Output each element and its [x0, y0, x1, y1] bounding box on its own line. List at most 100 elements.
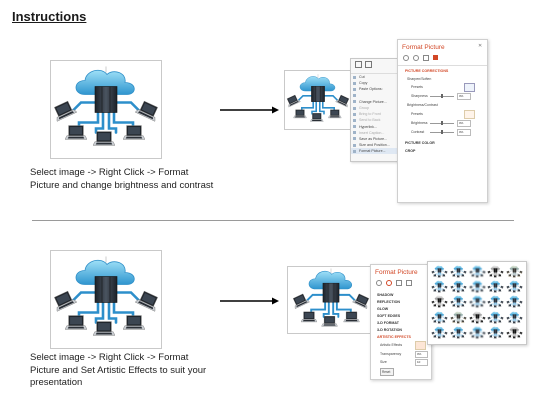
artistic-effects-dropdown[interactable]: [415, 341, 426, 350]
cloud-network-icon: [285, 71, 351, 129]
artistic-effect-thumbnail[interactable]: [450, 295, 467, 309]
artistic-effect-thumbnail[interactable]: [487, 311, 504, 325]
cloud-network-icon: [506, 311, 523, 325]
style-icon[interactable]: [355, 61, 362, 68]
label-presets-2: Presets: [411, 112, 423, 116]
artistic-effect-thumbnail[interactable]: [487, 295, 504, 309]
effects-icon[interactable]: [386, 280, 392, 286]
label-transparency: Transparency: [380, 352, 402, 356]
artistic-effect-thumbnail[interactable]: [431, 280, 448, 294]
picture-icon[interactable]: [433, 55, 438, 60]
contrast-spinner[interactable]: 0%: [457, 129, 471, 136]
menu-item-insert-caption[interactable]: Insert Caption...: [351, 130, 397, 136]
cloud-network-icon: [450, 265, 467, 279]
artistic-effect-thumbnail[interactable]: [506, 265, 523, 279]
effects-icon[interactable]: [413, 55, 419, 61]
artistic-effect-thumbnail[interactable]: [487, 265, 504, 279]
artistic-effect-thumbnail[interactable]: [487, 326, 504, 340]
cloud-network-icon: [450, 280, 467, 294]
artistic-effect-thumbnail[interactable]: [431, 326, 448, 340]
cloud-network-icon: [469, 326, 486, 340]
sharpness-knob[interactable]: [441, 94, 443, 98]
layout-icon[interactable]: [396, 280, 402, 286]
crop-icon[interactable]: [365, 61, 372, 68]
menu-item-paste-options[interactable]: Paste Options:: [351, 86, 397, 92]
menu-item-group[interactable]: Group: [351, 105, 397, 111]
section-crop[interactable]: CROP: [405, 149, 416, 153]
artistic-effect-thumbnail[interactable]: [469, 295, 486, 309]
cloud-network-icon: [487, 311, 504, 325]
artistic-effect-thumbnail[interactable]: [431, 265, 448, 279]
artistic-effect-thumbnail[interactable]: [487, 280, 504, 294]
menu-item-send-to-back[interactable]: Send to Back: [351, 117, 397, 123]
artistic-effect-thumbnail[interactable]: [450, 311, 467, 325]
network-image-1[interactable]: [50, 60, 162, 159]
artistic-effect-thumbnail[interactable]: [450, 280, 467, 294]
picture-icon[interactable]: [406, 280, 412, 286]
section-3d-format[interactable]: 3-D FORMAT: [377, 321, 399, 325]
sharpness-spinner[interactable]: 0%: [457, 93, 471, 100]
network-image-small-1[interactable]: [284, 70, 352, 130]
label-sharpen-soften: Sharpen/Soften: [407, 77, 432, 81]
reset-button[interactable]: Reset: [380, 368, 394, 376]
menu-item-copy[interactable]: Copy: [351, 80, 397, 86]
close-icon[interactable]: ✕: [478, 43, 483, 49]
artistic-effect-thumbnail[interactable]: [506, 295, 523, 309]
artistic-effect-thumbnail[interactable]: [506, 326, 523, 340]
label-artistic-effects: Artistic Effects: [380, 343, 403, 347]
panel-title: Format Picture: [375, 269, 418, 276]
section-reflection[interactable]: REFLECTION: [377, 300, 400, 304]
reset-label: Reset: [382, 369, 391, 374]
section-picture-color[interactable]: PICTURE COLOR: [405, 141, 435, 145]
brightness-knob[interactable]: [441, 121, 443, 125]
layout-icon[interactable]: [423, 55, 429, 61]
artistic-effects-gallery: [427, 261, 527, 345]
artistic-effect-thumbnail[interactable]: [450, 265, 467, 279]
section-3d-rotation[interactable]: 3-D ROTATION: [377, 328, 403, 332]
cloud-network-icon: [506, 295, 523, 309]
artistic-effect-thumbnail[interactable]: [469, 326, 486, 340]
artistic-effect-thumbnail[interactable]: [469, 311, 486, 325]
size-spinner[interactable]: 10: [415, 359, 428, 366]
cloud-network-icon: [506, 280, 523, 294]
label-brightness: Brightness: [411, 121, 428, 125]
menu-item-size-position[interactable]: Size and Position...: [351, 142, 397, 148]
menu-item-change-picture[interactable]: Change Picture...: [351, 99, 397, 105]
brightness-spinner[interactable]: 0%: [457, 120, 471, 127]
menu-item-bring-to-front[interactable]: Bring to Front: [351, 111, 397, 117]
network-image-small-2[interactable]: [287, 266, 375, 334]
step2-caption-line1: Select image -> Right Click -> Format: [30, 352, 189, 363]
presets-dropdown-2[interactable]: [464, 110, 475, 119]
artistic-effect-thumbnail[interactable]: [431, 295, 448, 309]
artistic-effect-thumbnail[interactable]: [469, 280, 486, 294]
artistic-effect-thumbnail[interactable]: [469, 265, 486, 279]
section-glow[interactable]: GLOW: [377, 307, 389, 311]
transparency-spinner[interactable]: 0%: [415, 351, 428, 358]
artistic-effect-thumbnail[interactable]: [431, 311, 448, 325]
fill-line-icon[interactable]: [403, 55, 409, 61]
cloud-network-icon: [506, 326, 523, 340]
artistic-effect-thumbnail[interactable]: [450, 326, 467, 340]
section-artistic-effects[interactable]: ARTISTIC EFFECTS: [377, 335, 411, 339]
cloud-network-icon: [51, 61, 161, 158]
menu-item-save-as-picture[interactable]: Save as Picture...: [351, 136, 397, 142]
step1-caption-line2: Picture and change brightness and contra…: [30, 179, 214, 191]
section-shadow[interactable]: SHADOW: [377, 293, 394, 297]
format-picture-panel-1: Format Picture ✕ PICTURE CORRECTIONS Sha…: [397, 39, 488, 203]
menu-item-format-picture[interactable]: Format Picture...: [351, 148, 397, 155]
menu-item-paste-icons[interactable]: [351, 93, 397, 99]
cloud-network-icon: [431, 265, 448, 279]
cloud-network-icon: [469, 295, 486, 309]
artistic-effect-thumbnail[interactable]: [506, 280, 523, 294]
presets-dropdown[interactable]: [464, 83, 475, 92]
artistic-effect-thumbnail[interactable]: [506, 311, 523, 325]
cloud-network-icon: [431, 326, 448, 340]
contrast-knob[interactable]: [441, 130, 443, 134]
section-picture-corrections[interactable]: PICTURE CORRECTIONS: [405, 69, 449, 73]
section-soft-edges[interactable]: SOFT EDGES: [377, 314, 401, 318]
menu-item-hyperlink[interactable]: Hyperlink...: [351, 124, 397, 130]
cloud-network-icon: [469, 265, 486, 279]
network-image-2[interactable]: [50, 250, 162, 349]
menu-item-cut[interactable]: Cut: [351, 74, 397, 80]
fill-line-icon[interactable]: [376, 280, 382, 286]
